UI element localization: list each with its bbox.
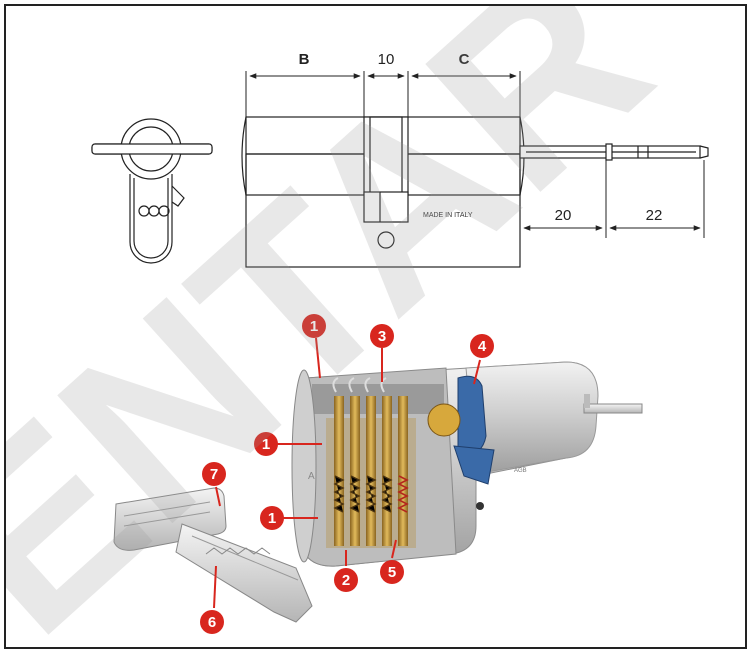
callout-3: 3: [370, 324, 394, 382]
dimension-b-label: B: [299, 51, 310, 68]
callout-2: 2: [334, 550, 358, 592]
svg-text:6: 6: [208, 614, 216, 631]
svg-text:3: 3: [378, 328, 386, 345]
svg-text:7: 7: [210, 466, 218, 483]
made-in-italy-marking: MADE IN ITALY: [423, 212, 473, 219]
dimension-lines: [245, 71, 705, 238]
callout-badges: 1 3 4 1 1 7 2: [200, 314, 494, 634]
pin-stacks: [333, 396, 409, 546]
dimension-10-label: 10: [378, 51, 395, 68]
dimension-20-label: 20: [555, 207, 572, 224]
callout-4: 4: [470, 334, 494, 385]
lock-cylinder-diagram: MADE IN ITALY B 10 C 20 22: [6, 6, 709, 647]
dimension-c-label: C: [459, 51, 470, 68]
front-view-drawing: [91, 118, 213, 264]
callout-1-middle: 1: [254, 432, 322, 456]
callout-7: 7: [202, 462, 226, 507]
svg-text:1: 1: [268, 510, 276, 527]
svg-text:A: A: [308, 471, 315, 482]
diagram-frame: MADE IN ITALY B 10 C 20 22: [4, 4, 747, 649]
cylinder-cutaway-render: A AGB: [291, 361, 643, 567]
svg-text:5: 5: [388, 564, 396, 581]
svg-text:2: 2: [342, 572, 350, 589]
callout-1-lower: 1: [260, 506, 318, 530]
svg-text:1: 1: [310, 318, 318, 335]
key-render: [113, 487, 313, 623]
svg-text:4: 4: [478, 338, 487, 355]
dimension-22-label: 22: [646, 207, 663, 224]
callout-6: 6: [200, 565, 224, 634]
callout-1-top: 1: [302, 314, 326, 379]
callout-5: 5: [380, 539, 404, 584]
svg-text:AGB: AGB: [514, 468, 527, 474]
svg-text:1: 1: [262, 436, 270, 453]
side-view-drawing: [241, 116, 709, 268]
